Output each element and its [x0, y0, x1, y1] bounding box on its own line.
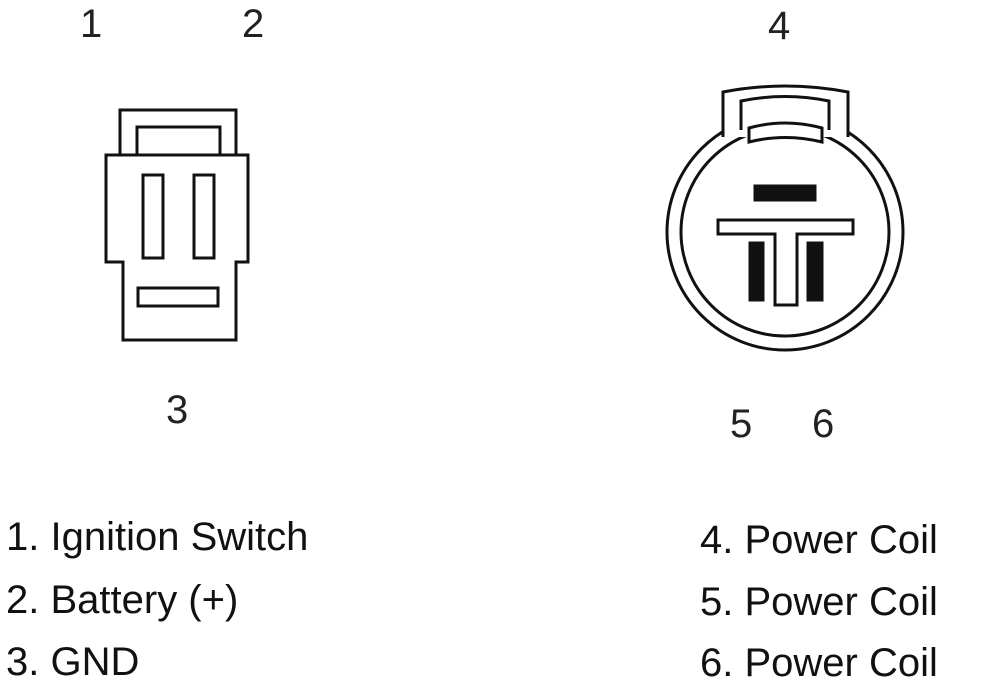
pin-label-3: 3: [166, 388, 189, 432]
three-pin-connector: [104, 108, 250, 342]
four-pin-round-connector: [665, 84, 905, 352]
legend-item-6: 6. Power Coil: [700, 641, 938, 685]
pin-label-6: 6: [812, 402, 835, 446]
pin-label-1: 1: [80, 2, 103, 46]
pin-label-4: 4: [768, 4, 791, 48]
pin-label-5: 5: [730, 402, 753, 446]
legend-item-1: 1. Ignition Switch: [6, 515, 309, 559]
legend-item-4: 4. Power Coil: [700, 518, 938, 562]
legend-item-2: 2. Battery (+): [6, 578, 239, 622]
legend-item-5: 5. Power Coil: [700, 580, 938, 624]
legend-item-3: 3. GND: [6, 640, 140, 684]
pin-label-2: 2: [242, 2, 265, 46]
